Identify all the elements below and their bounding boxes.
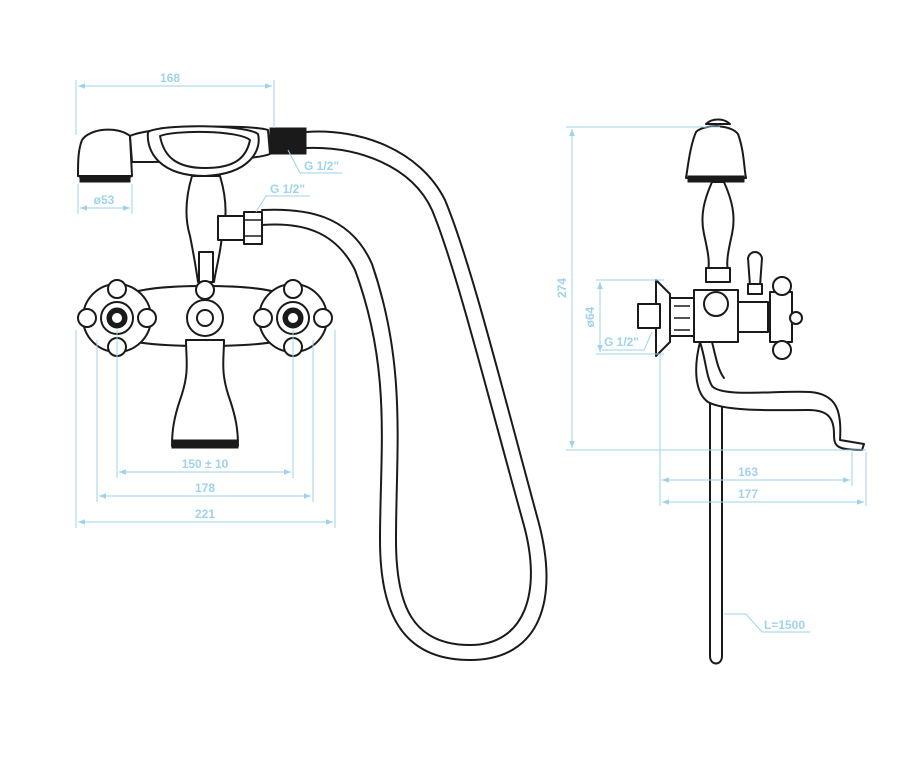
side-handle-stem [737,301,769,333]
side-cross-handle [769,276,803,360]
dimension-total-width: 221 [75,330,336,528]
inlet-thread-label: G 1/2" [604,335,639,349]
shower-hose-outer [261,130,548,661]
handle-span-label: 178 [195,481,215,495]
shower-hose-inner [261,146,532,646]
total-depth-label: 177 [738,487,758,501]
dimension-hose-thread: G 1/2" [287,149,342,174]
dimension-centers: 150 ± 10 [116,330,294,478]
front-view: 168 ø53 G 1/2" G 1/2" 150 ± 10 178 [75,71,548,661]
side-diverter-lever [747,251,763,287]
centers-label: 150 ± 10 [182,457,229,471]
dimension-handle-span: 178 [96,340,314,502]
dimension-inlet-thread: G 1/2" [602,331,653,351]
hose-length-label: L=1500 [764,618,805,632]
outlet-fitting [217,215,245,241]
dimension-outlet-thread: G 1/2" [255,182,310,213]
dimension-shower-diameter: ø53 [77,184,133,214]
spout-outlet [171,439,239,449]
spout-reach-label: 163 [738,465,758,479]
side-view: 274 ø64 G 1/2" 163 177 L=1500 [555,118,867,665]
inlet-stub [637,303,661,329]
hose-thread-label: G 1/2" [304,159,339,173]
dimension-height: 274 [555,126,866,451]
side-hose [709,391,723,665]
side-shower-handle [701,181,735,273]
right-cross-handle [253,279,333,357]
front-spout [171,339,239,447]
shower-spray-plate [79,175,131,183]
shower-width-label: 168 [160,71,180,85]
hose-connector [269,127,307,155]
dimension-hose-length: L=1500 [724,613,810,633]
dimension-shower-width: 168 [75,71,275,135]
shower-diameter-label: ø53 [94,193,115,207]
outlet-nut [243,211,263,245]
total-width-label: 221 [195,507,215,521]
side-shower-head [685,125,747,179]
side-spout [695,341,865,451]
diverter-lever [198,251,214,283]
dimension-flange-diameter: ø64 [583,279,664,355]
wall-flange [655,279,671,357]
height-label: 274 [555,278,569,298]
shower-head [77,128,133,182]
dimension-total-depth: 177 [662,452,867,506]
flange-diameter-label: ø64 [583,306,597,327]
dimension-spout-reach: 163 [659,354,853,506]
outlet-thread-label: G 1/2" [270,182,305,196]
